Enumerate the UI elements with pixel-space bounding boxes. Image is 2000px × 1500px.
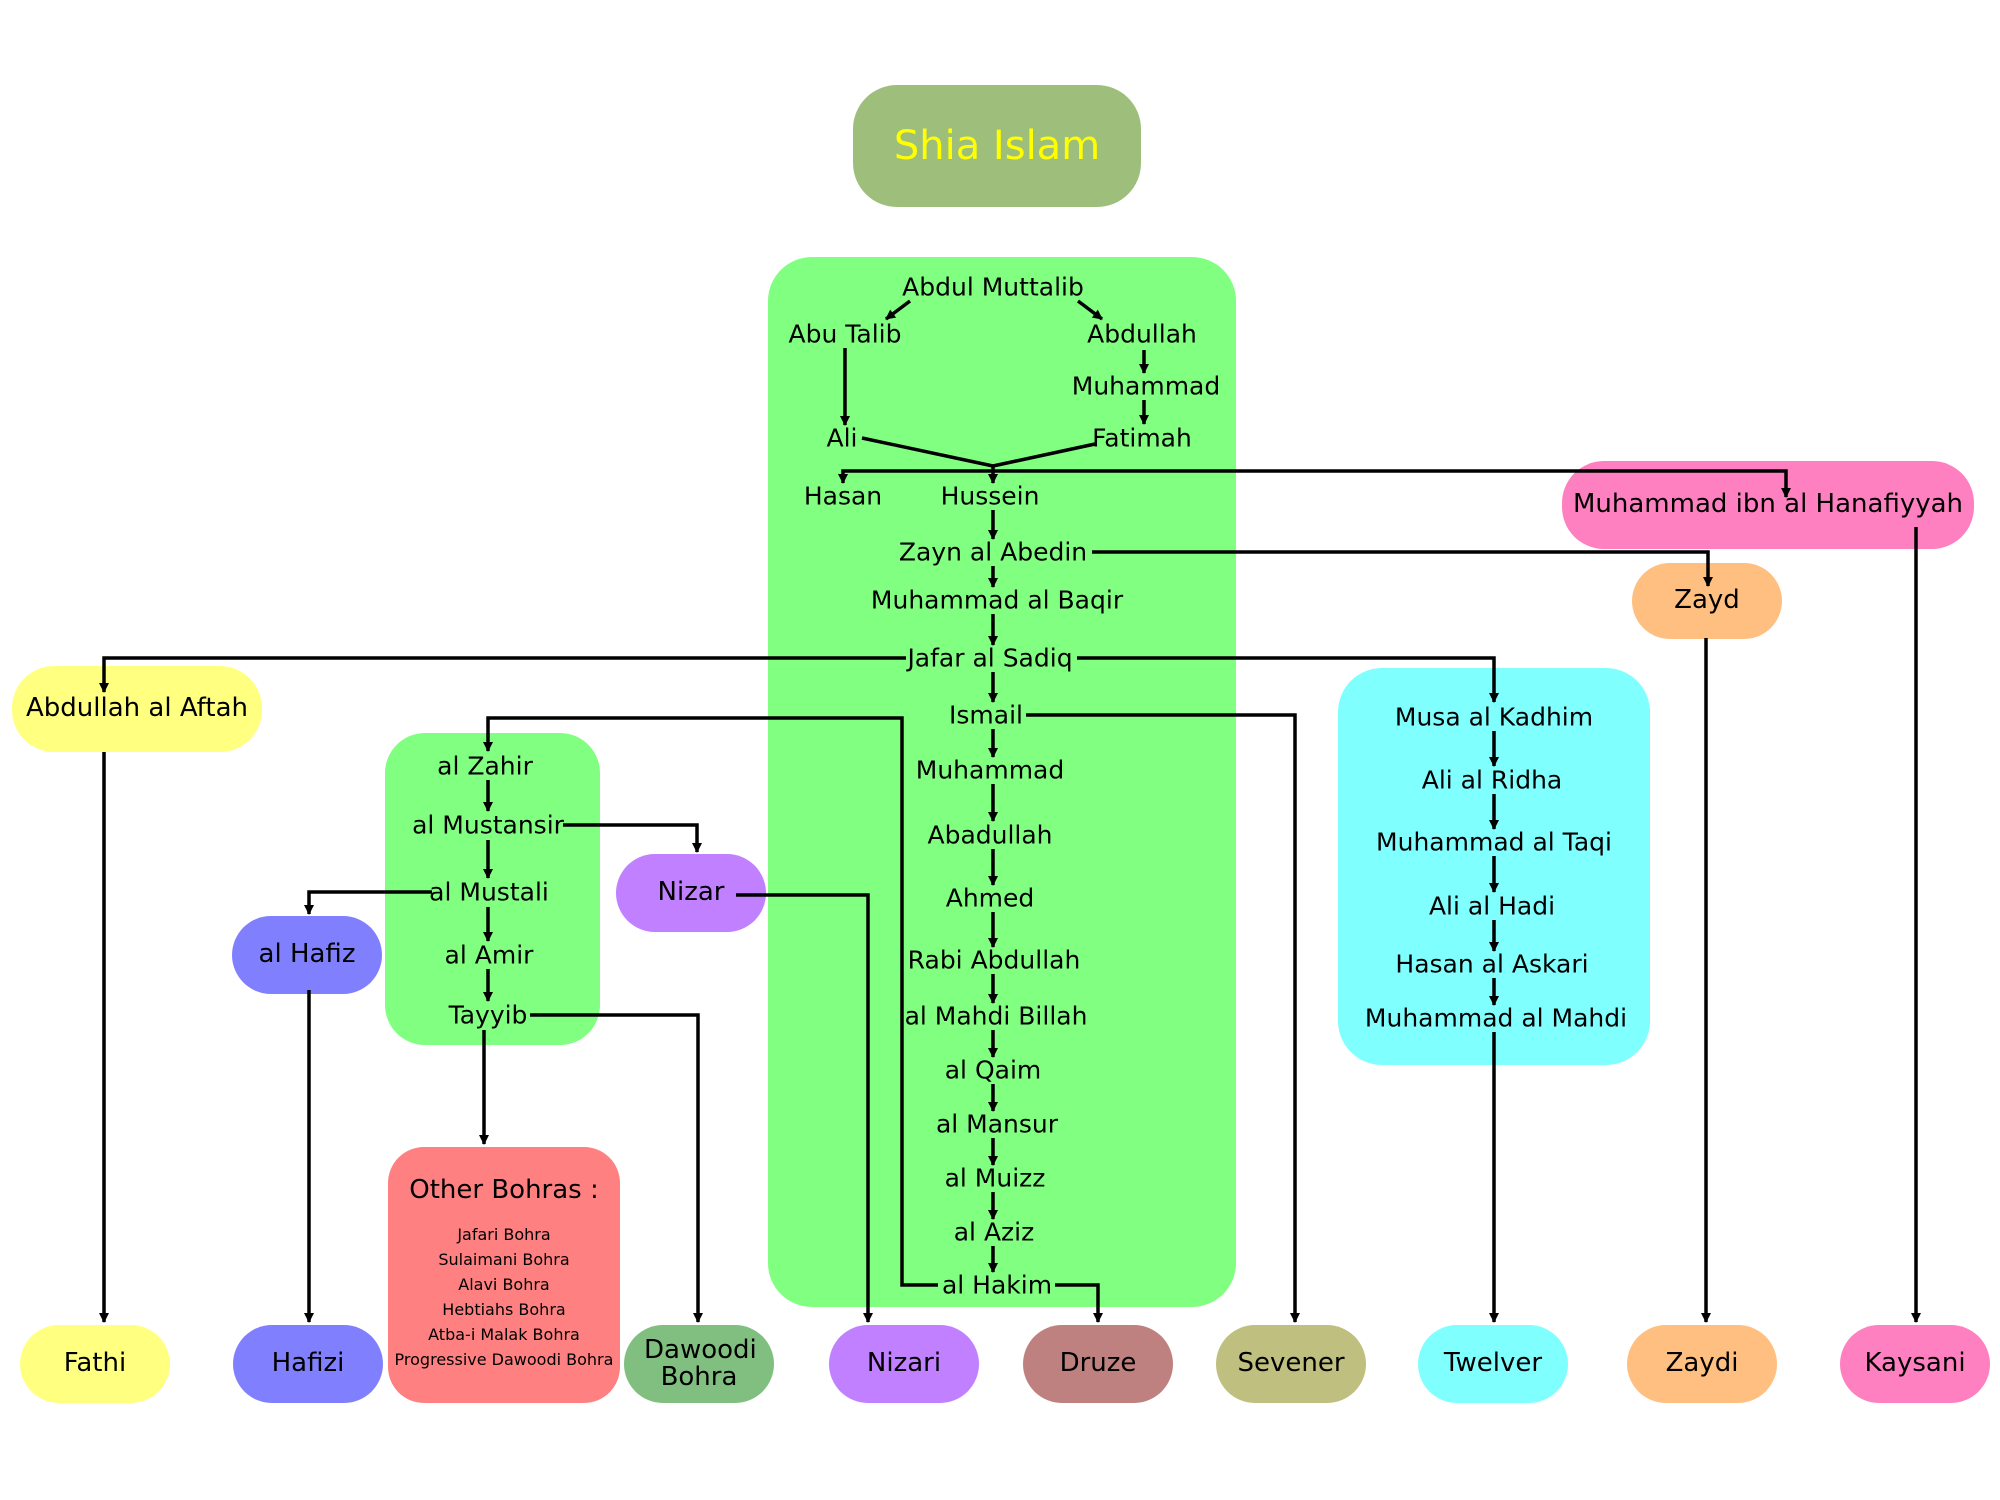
node-ismail: Ismail bbox=[949, 700, 1023, 730]
aftah-label: Abdullah al Aftah bbox=[26, 693, 248, 724]
node-askari: Hasan al Askari bbox=[1395, 949, 1589, 979]
node-fatimah: Fatimah bbox=[1092, 423, 1192, 453]
node-abdullah: Abdullah bbox=[1087, 319, 1197, 349]
zayd-node: Zayd bbox=[1632, 563, 1782, 639]
bohra-item: Progressive Dawoodi Bohra bbox=[394, 1350, 614, 1369]
node-tayyib: Tayyib bbox=[448, 1000, 528, 1030]
hanafiyyah-node: Muhammad ibn al Hanafiyyah bbox=[1562, 461, 1974, 549]
sect-hafizi-label: Hafizi bbox=[271, 1348, 345, 1379]
bohra-item: Hebtiahs Bohra bbox=[442, 1300, 566, 1319]
node-zahir: al Zahir bbox=[437, 751, 533, 781]
sect-zaydi: Zaydi bbox=[1627, 1325, 1777, 1403]
page-title: Shia Islam bbox=[893, 123, 1101, 169]
bohra-item: Sulaimani Bohra bbox=[438, 1250, 570, 1269]
edge-ali-to-join bbox=[861, 436, 994, 468]
sect-nizari-label: Nizari bbox=[866, 1348, 942, 1379]
hafiz-node: al Hafiz bbox=[232, 916, 382, 994]
sect-kaysani: Kaysani bbox=[1840, 1325, 1990, 1403]
node-mahdi-billah: al Mahdi Billah bbox=[904, 1001, 1088, 1031]
edge-jafar-to-aftah bbox=[99, 656, 906, 693]
bohra-item: Jafari Bohra bbox=[457, 1225, 551, 1244]
sect-fathi-label: Fathi bbox=[63, 1348, 127, 1379]
nizar-node: Nizar bbox=[616, 854, 766, 932]
bohra-item: Atba-i Malak Bohra bbox=[428, 1325, 580, 1344]
sect-dawoodi-bohra: Dawoodi Bohra bbox=[624, 1325, 774, 1403]
sect-twelver-label: Twelver bbox=[1443, 1348, 1543, 1379]
node-hasan: Hasan bbox=[803, 481, 883, 511]
edge-fatimah-to-join bbox=[992, 442, 1096, 468]
node-abdul-muttalib: Abdul Muttalib bbox=[902, 272, 1084, 302]
node-mustali: al Mustali bbox=[429, 877, 549, 907]
other-bohras-box: Other Bohras : Jafari Bohra Sulaimani Bo… bbox=[388, 1147, 620, 1403]
node-abu-talib: Abu Talib bbox=[788, 319, 902, 349]
node-mustansir: al Mustansir bbox=[412, 810, 564, 840]
sect-fathi: Fathi bbox=[20, 1325, 170, 1403]
sect-druze-label: Druze bbox=[1059, 1348, 1137, 1379]
zayd-label: Zayd bbox=[1674, 585, 1740, 616]
node-jafar: Jafar al Sadiq bbox=[907, 643, 1073, 673]
bohra-item: Alavi Bohra bbox=[458, 1275, 550, 1294]
title-box: Shia Islam bbox=[853, 85, 1141, 207]
sect-hafizi: Hafizi bbox=[233, 1325, 383, 1403]
node-ridha: Ali al Ridha bbox=[1421, 765, 1563, 795]
sect-twelver: Twelver bbox=[1418, 1325, 1568, 1403]
node-hadi: Ali al Hadi bbox=[1428, 891, 1556, 921]
edge-nizar-to-nizari bbox=[736, 893, 873, 1323]
sect-dawoodi-label: Dawoodi Bohra bbox=[644, 1334, 757, 1392]
node-baqir: Muhammad al Baqir bbox=[870, 585, 1124, 615]
edge-mustansir-to-nizar bbox=[563, 823, 702, 853]
node-amir: al Amir bbox=[444, 940, 534, 970]
edge-abdul-muttalib-to-abu-talib bbox=[884, 299, 912, 321]
node-qaim: al Qaim bbox=[944, 1055, 1042, 1085]
aftah-node: Abdullah al Aftah bbox=[12, 666, 262, 752]
sect-zaydi-label: Zaydi bbox=[1665, 1348, 1739, 1379]
edge-abdul-muttalib-to-abdullah bbox=[1076, 299, 1104, 321]
node-muhammad-ismaili: Muhammad bbox=[915, 755, 1065, 785]
node-abadullah: Abadullah bbox=[927, 820, 1053, 850]
node-muizz: al Muizz bbox=[944, 1163, 1046, 1193]
edge-hakim-to-druze bbox=[1055, 1283, 1103, 1323]
hanafiyyah-label: Muhammad ibn al Hanafiyyah bbox=[1572, 489, 1964, 520]
sect-druze: Druze bbox=[1023, 1325, 1173, 1403]
edge-ismail-to-sevener bbox=[1026, 713, 1300, 1323]
node-aziz: al Aziz bbox=[953, 1217, 1035, 1247]
sect-sevener-label: Sevener bbox=[1237, 1348, 1345, 1379]
edge-join-to-hasan bbox=[838, 469, 993, 484]
edge-tayyib-to-dawoodi bbox=[530, 1013, 703, 1323]
edge-zayn-to-zayd bbox=[1092, 550, 1713, 587]
node-ali: Ali bbox=[826, 423, 858, 453]
edge-join-to-hanafiyyah bbox=[993, 469, 1791, 498]
edge-jafar-to-musa bbox=[1077, 656, 1499, 703]
hafiz-label: al Hafiz bbox=[258, 939, 356, 970]
node-musa: Musa al Kadhim bbox=[1394, 702, 1594, 732]
node-mahdi: Muhammad al Mahdi bbox=[1364, 1003, 1628, 1033]
node-zayn: Zayn al Abedin bbox=[898, 537, 1088, 567]
edge-mustali-to-hafiz bbox=[304, 890, 432, 915]
node-taqi: Muhammad al Taqi bbox=[1376, 827, 1612, 857]
node-muhammad-prophet: Muhammad bbox=[1071, 371, 1221, 401]
other-bohras-heading: Other Bohras : bbox=[409, 1175, 599, 1205]
node-hussein: Hussein bbox=[940, 481, 1040, 511]
node-hakim: al Hakim bbox=[941, 1270, 1053, 1300]
node-rabi-abdullah: Rabi Abdullah bbox=[907, 945, 1081, 975]
node-mansur: al Mansur bbox=[935, 1109, 1059, 1139]
nizar-label: Nizar bbox=[657, 877, 725, 908]
edge-hakim-to-zahir bbox=[483, 716, 938, 1287]
sect-sevener: Sevener bbox=[1216, 1325, 1366, 1403]
other-bohras-list: Jafari Bohra Sulaimani Bohra Alavi Bohra… bbox=[388, 1222, 620, 1372]
node-ahmed: Ahmed bbox=[945, 883, 1035, 913]
main-lineage-group bbox=[768, 257, 1236, 1307]
sect-nizari: Nizari bbox=[829, 1325, 979, 1403]
sect-kaysani-label: Kaysani bbox=[1864, 1348, 1966, 1379]
